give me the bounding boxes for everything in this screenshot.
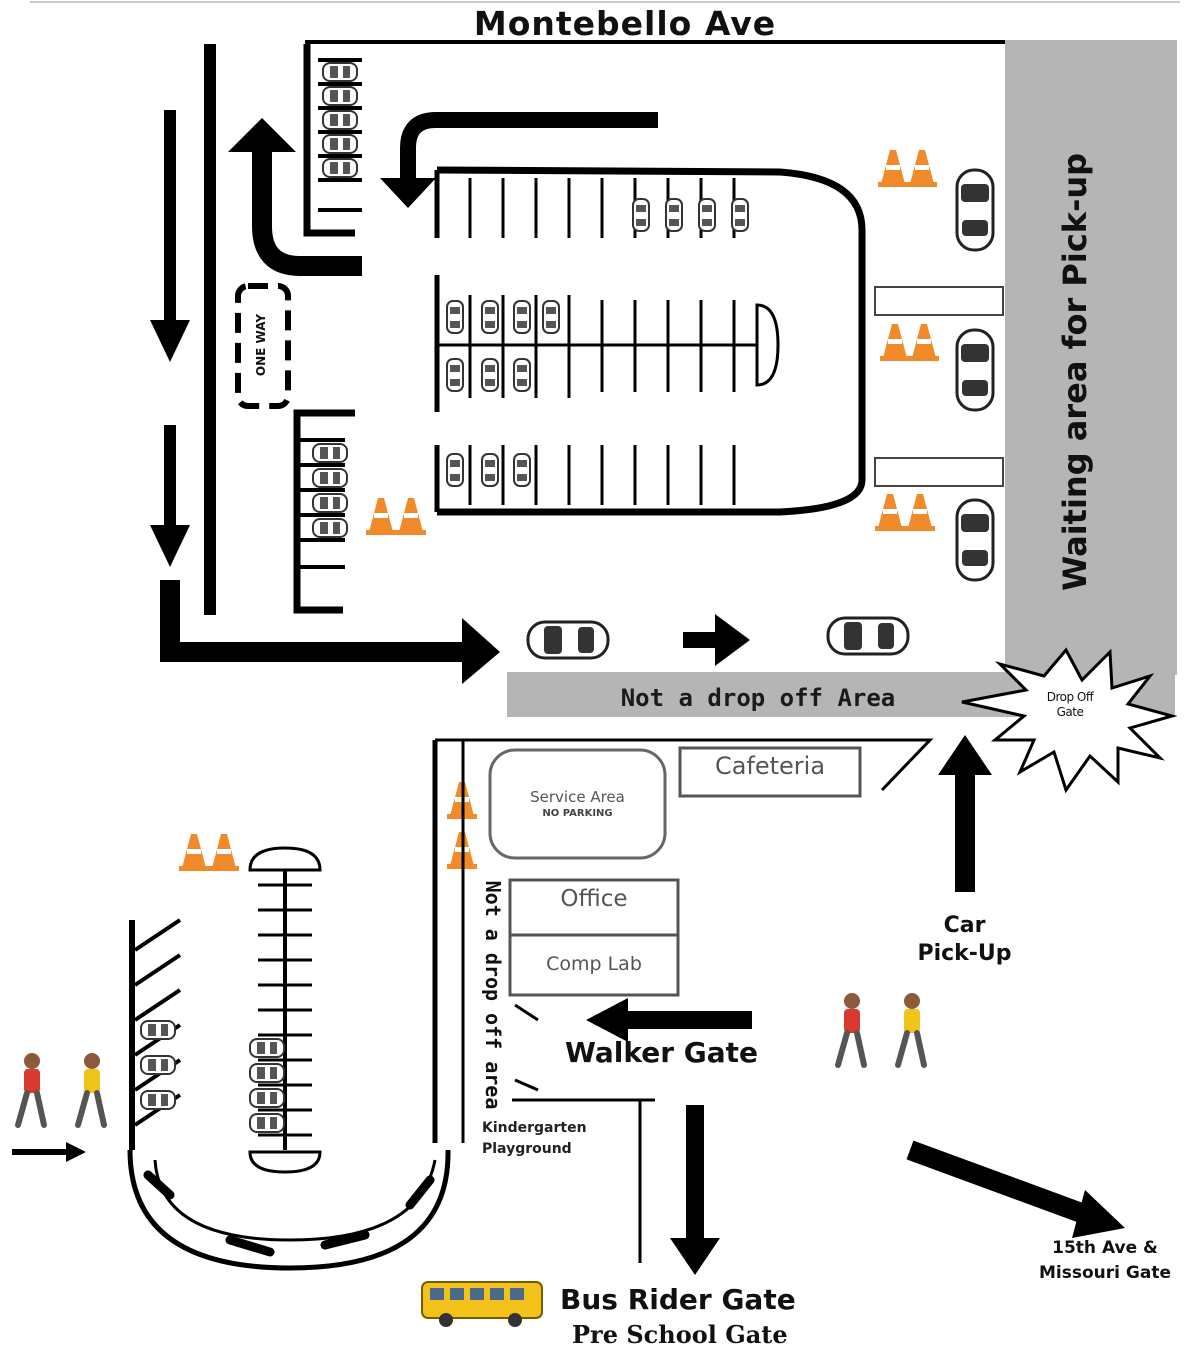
office-building: [508, 878, 680, 937]
ave15-line1: 15th Ave &: [1052, 1238, 1158, 1258]
drop-off-gate-line2: Gate: [1056, 705, 1084, 719]
school-bus-icon: [421, 1281, 543, 1327]
traffic-arrows-left: [150, 110, 750, 684]
lower-campus: [127, 738, 934, 1271]
gate-arrows: [12, 735, 1125, 1275]
office-label: Office: [560, 886, 628, 912]
no-parking-label: NO PARKING: [542, 808, 613, 819]
car-pickup-line1: Car: [943, 913, 986, 938]
one-way-sign: [235, 283, 291, 409]
bus-rider-gate-label: Bus Rider Gate: [560, 1283, 796, 1316]
kindergarten-line2: Playground: [482, 1141, 572, 1157]
street-name: Montebello Ave: [473, 4, 777, 43]
ave15-missouri-gate-label: 15th Ave & Missouri Gate: [1000, 1236, 1196, 1286]
central-parking-lot: [434, 166, 866, 516]
drop-off-gate-line1: Drop Off: [1046, 690, 1094, 704]
no-drop-off-band: [507, 672, 1007, 717]
one-way-label: ONE WAY: [254, 313, 268, 377]
pre-school-gate-label: Pre School Gate: [572, 1320, 788, 1349]
cafeteria-building: [678, 746, 862, 798]
waiting-area: [1005, 40, 1177, 675]
kindergarten-line1: Kindergarten: [482, 1120, 587, 1136]
parking-stalls-left: [293, 409, 355, 614]
parking-stalls-top-left: [318, 58, 362, 212]
cafeteria-label: Cafeteria: [714, 752, 826, 780]
walker-gate-label: Walker Gate: [565, 1036, 759, 1069]
no-drop-off-vertical-label: Not a drop off area: [481, 880, 505, 1110]
no-drop-off-label: Not a drop off Area: [620, 684, 896, 712]
comp-lab-label: Comp Lab: [546, 953, 642, 975]
waiting-area-label: Waiting area for Pick-up: [1056, 152, 1094, 592]
comp-lab-building: [508, 933, 680, 997]
drop-off-gate-burst: [961, 647, 1178, 794]
pickup-lane: [526, 168, 1004, 660]
car-pickup-line2: Pick-Up: [917, 941, 1012, 966]
service-area: [488, 748, 667, 860]
service-area-label: Service Area: [530, 788, 625, 806]
ave15-line2: Missouri Gate: [1039, 1263, 1171, 1283]
